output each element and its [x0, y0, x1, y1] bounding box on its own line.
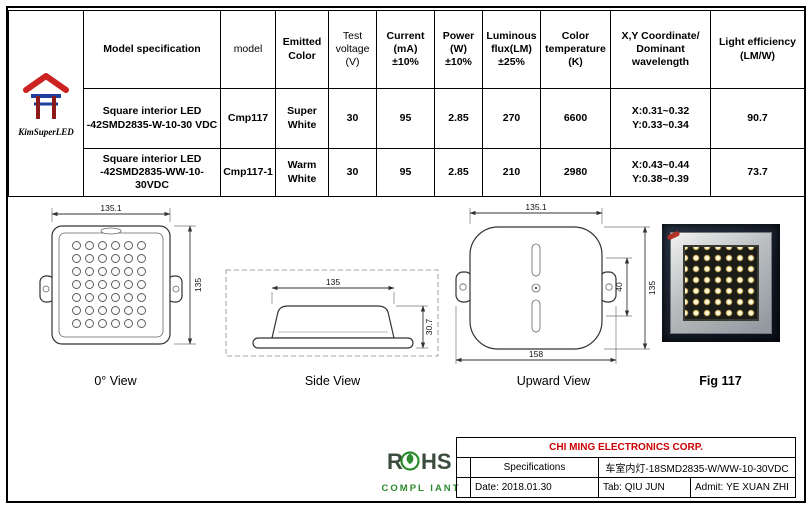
side-width-dim: 135 [326, 277, 340, 287]
bounding-box [225, 269, 439, 357]
svg-text:R: R [387, 449, 403, 474]
side-view-label: Side View [304, 374, 361, 388]
table-row: Square interior LED -42SMD2835-WW-10-30V… [9, 148, 805, 197]
title-block-spacer [456, 457, 471, 478]
brand-name: KimSuperLED [18, 127, 74, 138]
cell-light-efficiency: 73.7 [710, 148, 805, 197]
title-block-spacer [456, 477, 471, 498]
col-header-model-spec: Model specification [83, 10, 221, 89]
col-header-luminous-flux: Luminous flux(LM) ±25% [482, 10, 541, 89]
col-header-xy-coordinate: X,Y Coordinate/ Dominant wavelength [610, 10, 711, 89]
kimsuperled-logo-icon [23, 73, 69, 120]
cell-color-temperature: 6600 [540, 88, 611, 149]
lamp-base-profile [252, 337, 414, 349]
upward-view: 135.1 158 40 135 Upward View [446, 200, 661, 400]
upward-view-drawing: 135.1 158 40 135 [455, 202, 657, 364]
cell-xy-coordinate: X:0.43~0.44 Y:0.38~0.39 [610, 148, 711, 197]
company-name: CHI MING ELECTRONICS CORP. [455, 437, 797, 458]
cell-test-voltage: 30 [328, 88, 377, 149]
lamp-dome-profile [271, 305, 395, 339]
svg-text:HS: HS [421, 449, 452, 474]
specifications-value: 车室内灯-18SMD2835-W/WW-10-30VDC [597, 457, 797, 478]
cell-current: 95 [376, 88, 435, 149]
cell-emitted-color: Warm White [275, 148, 329, 197]
rohs-logo: R HS COMPL IANT [366, 446, 476, 494]
drawings-section: 135.1 135 0° View [8, 200, 804, 400]
upward-view-label: Upward View [516, 374, 591, 388]
cell-luminous-flux: 270 [482, 88, 541, 149]
admit-value: YE XUAN ZHI [726, 482, 789, 493]
side-view: 135 30.7 Side View [220, 200, 445, 400]
wire-slot [531, 243, 541, 277]
upward-height-dim: 135 [647, 281, 657, 295]
cell-xy-coordinate: X:0.31~0.32 Y:0.33~0.34 [610, 88, 711, 149]
upward-top-dim: 135.1 [525, 202, 547, 212]
col-header-color-temperature: Color temperature (K) [540, 10, 611, 89]
cell-power: 2.85 [434, 148, 483, 197]
front-view-drawing: 135.1 135 [39, 203, 203, 345]
front-view: 135.1 135 0° View [18, 200, 213, 400]
upward-bottom-dim: 158 [529, 349, 543, 359]
cell-test-voltage: 30 [328, 148, 377, 197]
logo-cell: KimSuperLED [8, 10, 84, 197]
date-value: 2018.01.30 [501, 482, 552, 493]
col-header-power: Power (W) ±10% [434, 10, 483, 89]
wire-slot [531, 299, 541, 333]
cell-emitted-color: Super White [275, 88, 329, 149]
figure-photo-view: Fig 117 [658, 200, 783, 400]
figure-label: Fig 117 [699, 374, 742, 388]
cell-model-spec: Square interior LED -42SMD2835-W-10-30 V… [83, 88, 221, 149]
admit-cell: Admit: YE XUAN ZHI [689, 477, 797, 498]
front-width-dim: 135.1 [100, 203, 122, 213]
table-header-row: KimSuperLED Model specification model Em… [8, 10, 805, 197]
tab-value: QIU JUN [624, 482, 665, 493]
cell-model: Cmp117 [220, 88, 276, 149]
cell-luminous-flux: 210 [482, 148, 541, 197]
col-header-light-efficiency: Light efficiency (LM/W) [710, 10, 805, 89]
col-header-test-voltage: Test voltage (V) [328, 10, 377, 89]
col-header-emitted-color: Emitted Color [275, 10, 329, 89]
product-photo [661, 224, 780, 342]
led-grid [72, 240, 150, 331]
side-height-dim: 30.7 [424, 318, 434, 335]
metal-frame [669, 232, 772, 334]
side-view-drawing: 135 30.7 [225, 269, 439, 357]
cell-light-efficiency: 90.7 [710, 88, 805, 149]
led-panel [682, 245, 759, 321]
cell-model: Cmp117-1 [220, 148, 276, 197]
tab-cell: Tab: QIU JUN [598, 477, 691, 498]
table-row: Square interior LED -42SMD2835-W-10-30 V… [9, 88, 805, 149]
rohs-compliant-label: COMPL IANT [381, 483, 461, 494]
specification-table: KimSuperLED Model specification model Em… [8, 10, 805, 197]
cell-current: 95 [376, 148, 435, 197]
cell-power: 2.85 [434, 88, 483, 149]
rohs-mark-icon: R HS [387, 449, 452, 474]
col-header-current: Current (mA) ±10% [376, 10, 435, 89]
title-block: CHI MING ELECTRONICS CORP. Specification… [455, 437, 797, 498]
rohs-leaf-icon [400, 451, 420, 471]
front-view-label: 0° View [94, 374, 137, 388]
front-height-dim: 135 [193, 278, 203, 292]
date-cell: Date: 2018.01.30 [470, 477, 599, 498]
cell-color-temperature: 2980 [540, 148, 611, 197]
cell-model-spec: Square interior LED -42SMD2835-WW-10-30V… [83, 148, 221, 197]
col-header-model: model [220, 10, 276, 89]
specifications-label: Specifications [470, 457, 599, 478]
upward-inner-dim: 40 [614, 282, 624, 292]
